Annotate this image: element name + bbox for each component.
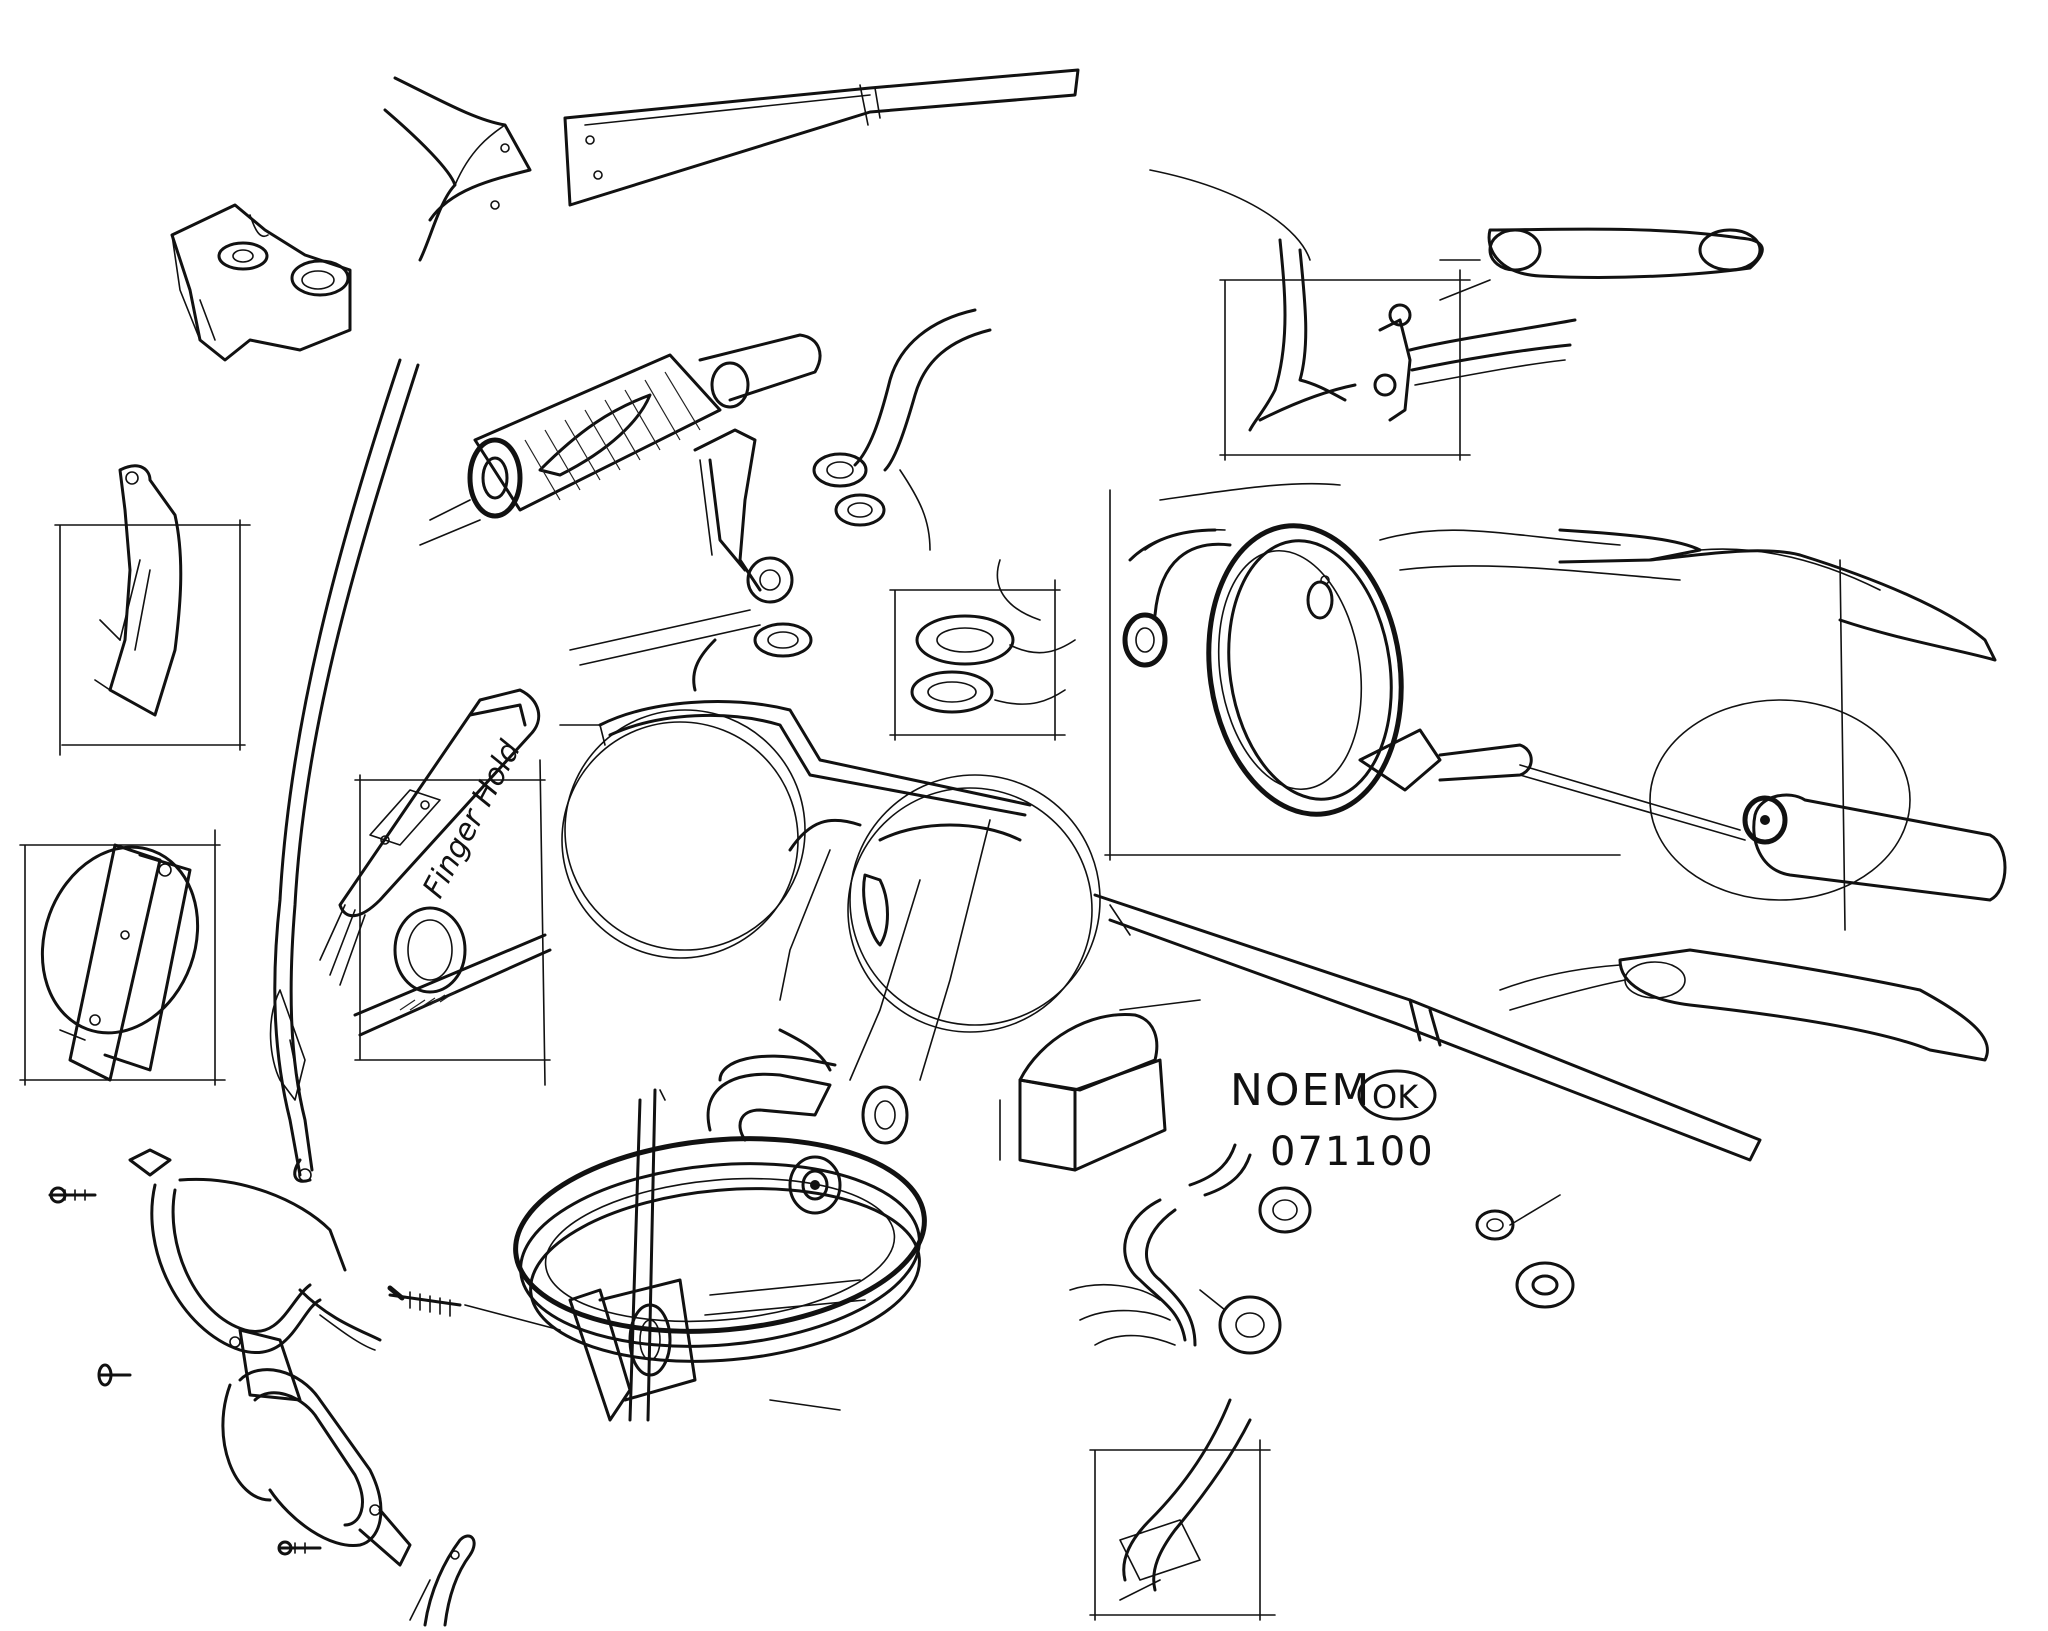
bent-earpiece-box-sketch <box>54 464 251 756</box>
lens-ring-clamp-sketch <box>1104 482 1746 861</box>
lens-segment-block-sketch <box>999 999 1201 1172</box>
goggle-frame-sketch <box>128 1148 412 1567</box>
hinge-block-sketch <box>170 203 352 362</box>
screw-parts-sketch <box>48 1186 561 1556</box>
ball-pad-bracket-sketch <box>569 428 813 692</box>
folded-clip-box-sketch <box>19 829 226 1086</box>
hinge-hook-bottom-sketch <box>409 1534 476 1627</box>
temple-bar-top-sketch <box>563 68 1080 207</box>
loose-pads-sketch <box>1475 1194 1575 1309</box>
nose-pad-set-sketch <box>1069 1143 1312 1355</box>
bridge-y-piece-sketch <box>383 76 532 262</box>
nosepad-arm-curve-sketch <box>812 308 992 551</box>
nose-pad-box-sketch <box>889 559 1076 741</box>
long-temple-arc-sketch <box>269 358 420 1183</box>
signature-name: NOEM <box>1230 1065 1371 1116</box>
small-boxed-hinge-sketch <box>1089 1398 1276 1621</box>
signature-date: 071100 <box>1270 1129 1435 1175</box>
signature-block: NOEM OK 071100 <box>1230 1065 1437 1175</box>
finger-hold-temple-sketch: Finger Hold <box>319 688 552 1086</box>
signature-ok: OK <box>1372 1078 1419 1116</box>
finger-hold-annotation: Finger Hold <box>416 734 528 903</box>
right-temple-grip-sketch <box>1499 528 2007 1062</box>
knurled-grip-cylinder-sketch <box>419 333 822 546</box>
boxed-hinge-sleeve-sketch <box>1149 169 1764 461</box>
spectacles-assembly-sketch <box>559 700 1762 1162</box>
lens-band-clamp-sketch <box>513 1028 927 1422</box>
